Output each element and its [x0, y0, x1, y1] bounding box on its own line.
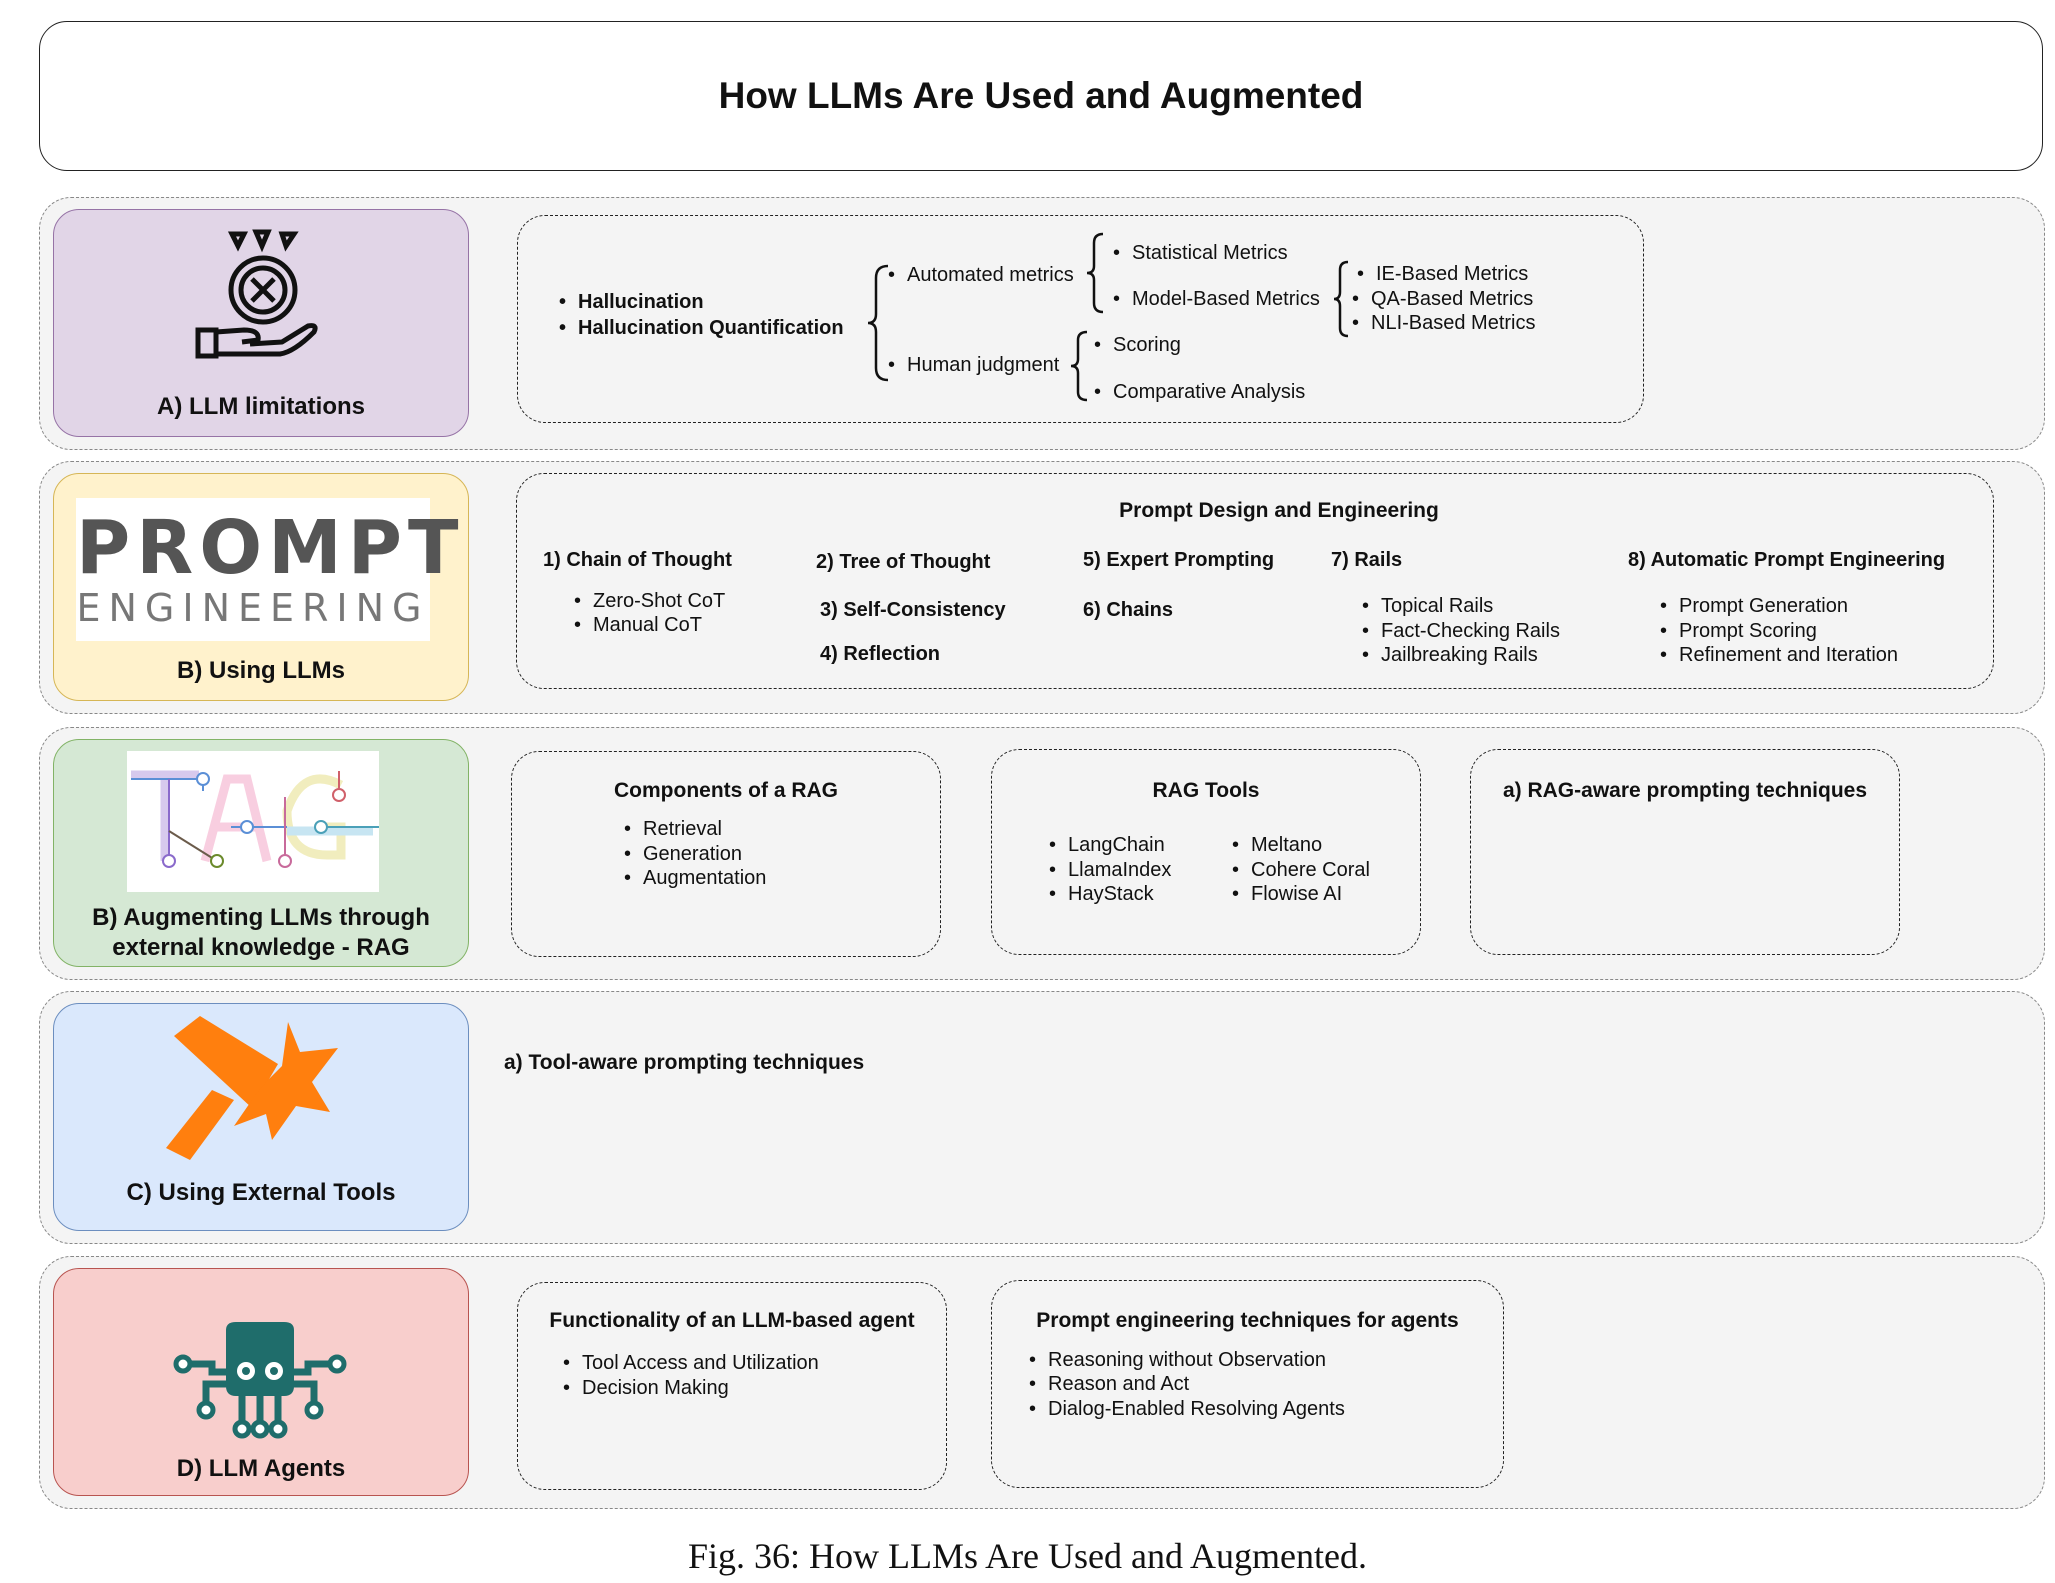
rag-components-box — [511, 751, 941, 957]
label-rag-line2: external knowledge - RAG — [112, 934, 410, 961]
tool-haystack: HayStack — [1049, 882, 1154, 906]
tree-of-thought: 2) Tree of Thought — [816, 551, 991, 573]
model-based-metrics: Model-Based Metrics — [1113, 287, 1320, 311]
tool-cohere-coral: Cohere Coral — [1232, 858, 1370, 882]
decision-making: Decision Making — [563, 1376, 729, 1400]
rag-circuit-icon — [131, 770, 379, 868]
statistical-metrics: Statistical Metrics — [1113, 241, 1288, 265]
diagram-title: How LLMs Are Used and Augmented — [718, 75, 1364, 116]
human-judgment: Human judgment — [888, 353, 1059, 377]
label-using-llms: B) Using LLMs — [177, 657, 345, 684]
hallucination-box — [517, 215, 1644, 423]
agent-techniques-title: Prompt engineering techniques for agents — [1036, 1309, 1459, 1332]
rag-augmentation: Augmentation — [624, 866, 766, 890]
expert-prompting: 5) Expert Prompting — [1083, 549, 1275, 571]
rag-logo — [127, 751, 379, 892]
reason-and-act: Reason and Act — [1029, 1372, 1189, 1396]
tool-prompting-title: a) Tool-aware prompting techniques — [504, 1051, 865, 1074]
hand-warning-icon — [195, 229, 318, 359]
prompt-design-heading: Prompt Design and Engineering — [1119, 499, 1439, 522]
brace-model-based — [1333, 260, 1349, 338]
tool-langchain: LangChain — [1049, 833, 1165, 857]
prompt-scoring: Prompt Scoring — [1660, 619, 1817, 643]
agent-functionality-title: Functionality of an LLM-based agent — [549, 1309, 915, 1332]
dialog-enabled-resolving-agents: Dialog-Enabled Resolving Agents — [1029, 1397, 1345, 1421]
brace-human — [1070, 330, 1088, 402]
tool-meltano: Meltano — [1232, 833, 1322, 857]
label-rag-line1: B) Augmenting LLMs through — [92, 904, 430, 931]
agent-functionality-box — [517, 1282, 947, 1490]
logo-engineering-text: ENGINEERING — [76, 586, 430, 630]
comparative-analysis: Comparative Analysis — [1094, 380, 1305, 404]
label-external-tools: C) Using External Tools — [126, 1179, 396, 1206]
ie-based-metrics: IE-Based Metrics — [1357, 262, 1528, 286]
self-consistency: 3) Self-Consistency — [820, 599, 1006, 621]
chains: 6) Chains — [1083, 599, 1174, 621]
brace-quantification — [867, 264, 889, 382]
logo-prompt-text: PROMPT — [76, 505, 465, 591]
reasoning-without-observation: Reasoning without Observation — [1029, 1348, 1326, 1372]
card-external-tools — [53, 1003, 469, 1231]
nli-based-metrics: NLI-Based Metrics — [1352, 311, 1535, 335]
rag-components-title: Components of a RAG — [614, 779, 838, 802]
rag-generation: Generation — [624, 842, 742, 866]
brace-automated — [1086, 232, 1104, 314]
rag-tools-box — [991, 749, 1421, 955]
figure-caption: Fig. 36: How LLMs Are Used and Augmented… — [688, 1536, 1367, 1576]
tool-llamaindex: LlamaIndex — [1049, 858, 1171, 882]
jailbreaking-rails: Jailbreaking Rails — [1362, 643, 1538, 667]
topical-rails: Topical Rails — [1362, 594, 1493, 618]
tool-flowise-ai: Flowise AI — [1232, 882, 1342, 906]
automatic-prompt-engineering: 8) Automatic Prompt Engineering — [1628, 549, 1946, 571]
chain-of-thought: 1) Chain of Thought — [543, 549, 732, 571]
item-hallucination-quantification: Hallucination Quantification — [559, 316, 844, 340]
reflection: 4) Reflection — [820, 643, 941, 665]
prompt-design-box — [516, 473, 1994, 689]
fact-checking-rails: Fact-Checking Rails — [1362, 619, 1560, 643]
qa-based-metrics: QA-Based Metrics — [1352, 287, 1533, 311]
rails: 7) Rails — [1331, 549, 1403, 571]
item-hallucination: Hallucination — [559, 290, 704, 314]
label-limitations: A) LLM limitations — [157, 393, 365, 420]
diagram-title-box: How LLMs Are Used and Augmented — [39, 21, 2043, 171]
rag-prompting-title: a) RAG-aware prompting techniques — [1502, 779, 1868, 802]
refinement-and-iteration: Refinement and Iteration — [1660, 643, 1898, 667]
tool-access-utilization: Tool Access and Utilization — [563, 1351, 819, 1375]
prompt-generation: Prompt Generation — [1660, 594, 1848, 618]
manual-cot: Manual CoT — [574, 613, 702, 637]
prompt-engineering-logo: PROMPT ENGINEERING — [76, 498, 465, 641]
scoring: Scoring — [1094, 333, 1181, 357]
label-agents: D) LLM Agents — [176, 1455, 346, 1482]
rag-tools-title: RAG Tools — [1152, 779, 1260, 802]
automated-metrics: Automated metrics — [888, 263, 1074, 287]
zero-shot-cot: Zero-Shot CoT — [574, 589, 725, 613]
rag-retrieval: Retrieval — [624, 817, 722, 841]
hammer-impact-icon — [166, 1016, 338, 1160]
rag-prompting-box — [1470, 749, 1900, 955]
agent-techniques-box — [991, 1280, 1504, 1488]
robot-octopus-icon — [173, 1322, 347, 1439]
